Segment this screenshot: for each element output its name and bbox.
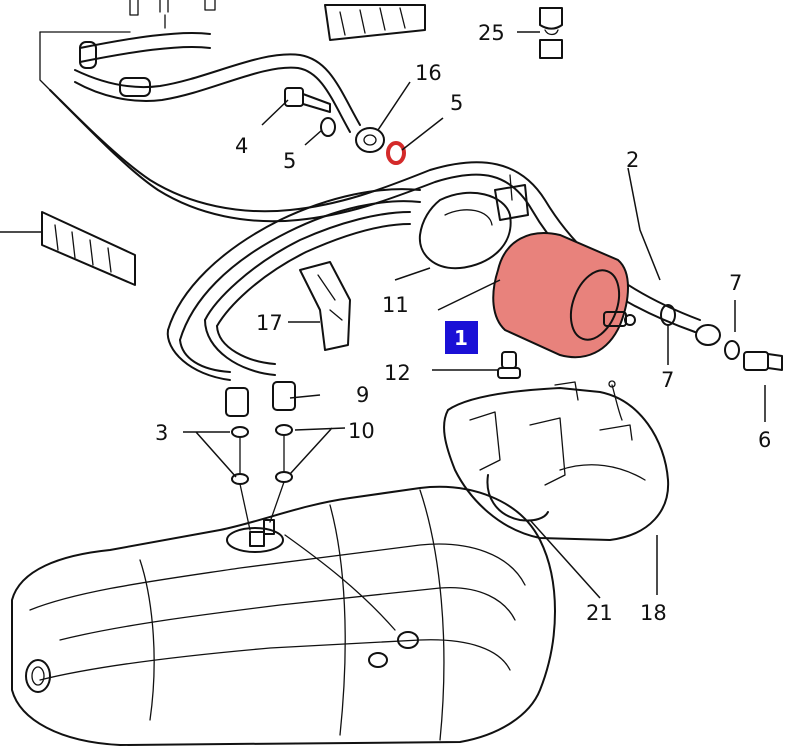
filter-bracket: [418, 174, 529, 270]
callout-5-right[interactable]: 5: [450, 91, 463, 115]
callout-5-left[interactable]: 5: [283, 149, 296, 173]
callout-9[interactable]: 9: [356, 383, 369, 407]
clip-17: [299, 261, 351, 351]
callout-12[interactable]: 12: [384, 361, 411, 385]
fuel-tank: [11, 485, 556, 746]
banjo-bolt-4: [284, 87, 331, 113]
clip-left: [41, 211, 136, 286]
connectors-9: [225, 381, 296, 417]
callout-18[interactable]: 18: [640, 601, 667, 625]
callout-7-bottom[interactable]: 7: [661, 368, 674, 392]
callout-10[interactable]: 10: [348, 419, 375, 443]
seal-washer-5-left: [320, 117, 336, 137]
callout-labels: 1 2 3 4 5 5 6 7 7 9 10 11 12 16 17 18 21…: [155, 21, 771, 625]
seal-ring-5-highlighted: [386, 141, 406, 165]
screw-12: [497, 351, 521, 379]
clip-top: [324, 4, 426, 41]
callout-11[interactable]: 11: [382, 293, 409, 317]
callout-2[interactable]: 2: [626, 148, 639, 172]
heat-shield: [443, 380, 670, 541]
clip-25: [539, 7, 563, 59]
fuel-lines: [39, 0, 701, 381]
callout-1[interactable]: 1: [454, 326, 468, 350]
highlight-box-part-1: [445, 321, 478, 354]
fuel-filter: [492, 232, 636, 359]
callout-25[interactable]: 25: [478, 21, 505, 45]
banjo-fitting-16: [355, 127, 385, 153]
washers-3-10: [231, 424, 293, 531]
callout-7-top[interactable]: 7: [729, 271, 742, 295]
callout-4[interactable]: 4: [235, 134, 248, 158]
callout-17[interactable]: 17: [256, 311, 283, 335]
banjo-fitting-right: [695, 324, 783, 371]
leader-lines: [0, 31, 766, 599]
fuel-line-strap: [486, 474, 549, 522]
callout-3[interactable]: 3: [155, 421, 168, 445]
callout-16[interactable]: 16: [415, 61, 442, 85]
callout-21[interactable]: 21: [586, 601, 613, 625]
callout-6[interactable]: 6: [758, 428, 771, 452]
